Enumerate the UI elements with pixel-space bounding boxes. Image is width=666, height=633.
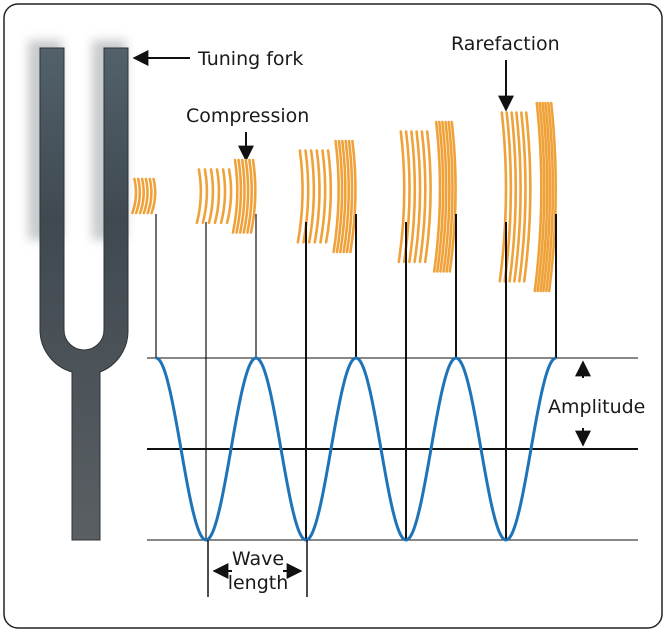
sound-arc — [349, 139, 357, 254]
sound-arc — [423, 130, 432, 264]
sound-arc — [313, 149, 321, 244]
sound-arc — [339, 139, 347, 254]
sound-arc — [445, 120, 454, 273]
sound-arc — [225, 168, 233, 225]
sound-arc — [503, 111, 513, 283]
sine-wave — [155, 356, 557, 542]
sound-arc — [150, 177, 157, 215]
sound-arc — [219, 168, 227, 225]
sound-arc — [238, 158, 246, 234]
wavelength-marker: Wave length — [207, 540, 308, 597]
sound-arc — [235, 158, 243, 234]
sound-arc — [418, 130, 427, 264]
amplitude-marker: Amplitude — [548, 360, 645, 447]
sound-arc — [498, 111, 508, 283]
sound-arc — [536, 101, 546, 293]
sound-arc — [138, 177, 145, 215]
sound-arc — [408, 130, 417, 264]
sound-arc — [542, 101, 552, 293]
guide-lines — [155, 214, 557, 540]
sound-arc — [508, 111, 518, 283]
sound-arc — [518, 111, 527, 283]
sound-arc — [545, 101, 555, 293]
compression-callout: Compression — [186, 105, 309, 162]
tuning-fork-callout: Tuning fork — [132, 48, 303, 70]
sound-arc — [332, 139, 340, 254]
sound-arc — [442, 120, 451, 273]
sound-arc — [296, 149, 304, 244]
wavelength-label-line2: length — [228, 572, 289, 594]
sound-arc — [539, 101, 549, 293]
amplitude-label: Amplitude — [548, 396, 645, 418]
sound-arc — [134, 177, 142, 215]
sound-arc — [345, 139, 354, 254]
sound-arc — [513, 111, 522, 283]
sound-arc — [342, 139, 351, 254]
sound-arc — [448, 120, 457, 273]
tuning-fork-label: Tuning fork — [197, 48, 303, 70]
compression-label: Compression — [186, 105, 309, 127]
rarefaction-label: Rarefaction — [451, 33, 560, 55]
sound-arc — [131, 177, 138, 215]
sound-arc — [436, 120, 445, 273]
wavelength-label-line1: Wave — [232, 548, 284, 570]
sound-arc — [307, 149, 316, 244]
frame-border — [3, 3, 663, 629]
rarefaction-callout: Rarefaction — [451, 33, 560, 112]
sound-arc — [213, 168, 221, 225]
sound-arc — [201, 168, 209, 225]
sound-arc — [547, 101, 558, 293]
sound-arc — [522, 111, 532, 283]
sound-arc — [249, 158, 257, 234]
sound-arc — [146, 177, 153, 215]
sound-arc — [142, 177, 149, 215]
sound-arc — [231, 158, 239, 234]
sound-arc — [319, 149, 327, 244]
sound-arc — [207, 168, 215, 225]
sound-arc — [335, 139, 344, 254]
sound-arc — [246, 158, 254, 234]
sound-arc — [242, 158, 250, 234]
sound-arc — [439, 120, 448, 273]
sound-arc — [533, 101, 543, 293]
sound-arc — [432, 120, 442, 273]
sound-arc — [397, 130, 406, 264]
sound-arc — [413, 130, 422, 264]
sound-arc — [195, 168, 203, 225]
sound-arc — [324, 149, 333, 244]
tuning-fork-icon — [28, 40, 129, 541]
